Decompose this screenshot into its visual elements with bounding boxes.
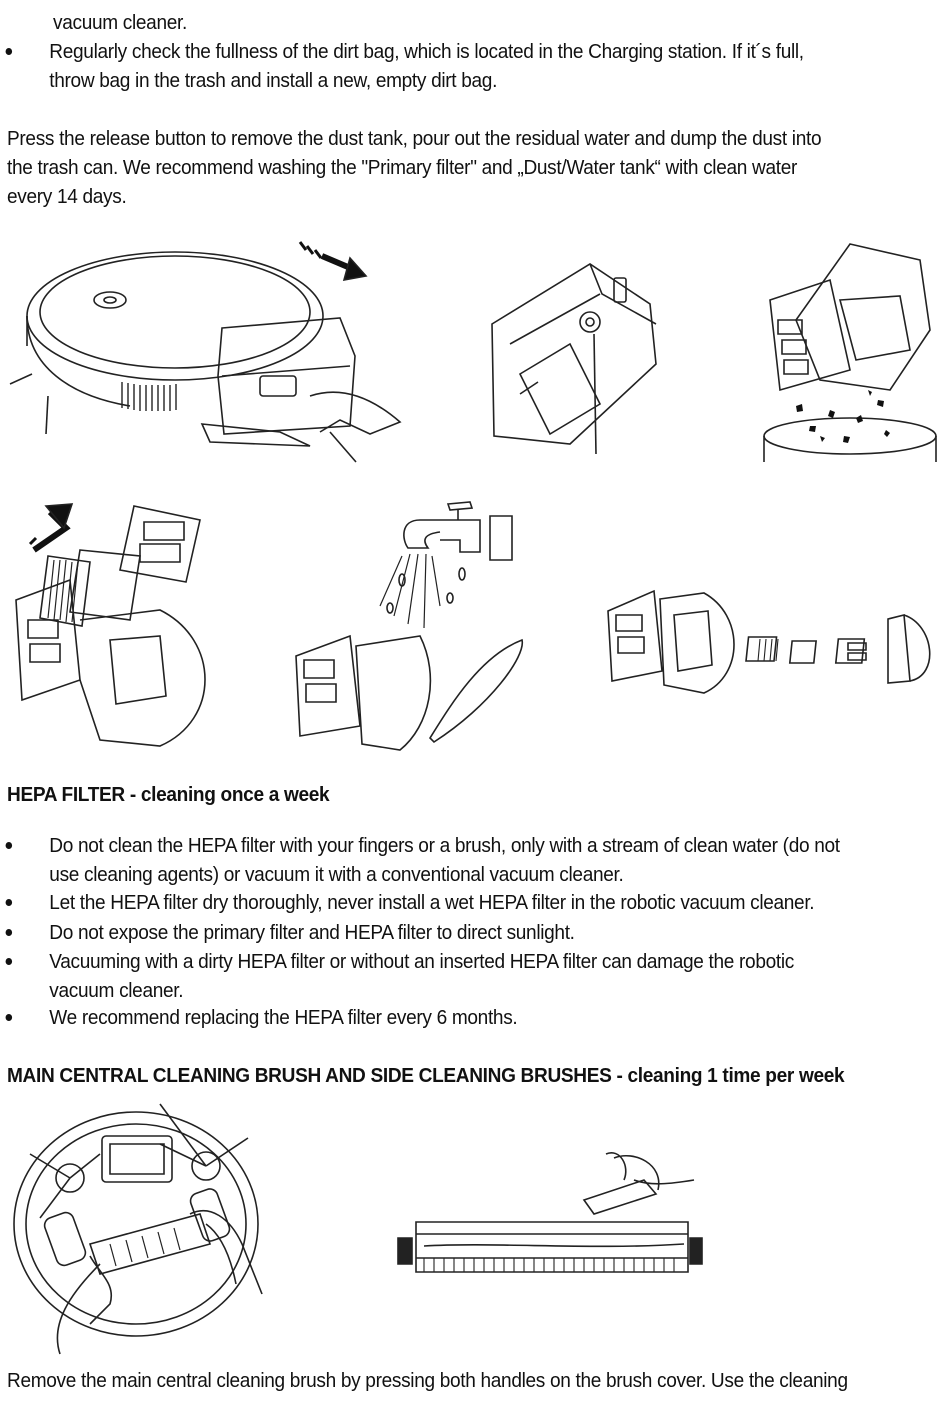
brushes-heading: MAIN CENTRAL CLEANING BRUSH AND SIDE CLE…	[7, 1064, 845, 1087]
empty-dust-bin-illustration	[760, 240, 940, 462]
bullet-line: Do not expose the primary filter and HEP…	[49, 921, 575, 944]
intro-paragraph: Press the release button to remove the d…	[7, 124, 946, 211]
bullet-line: Regularly check the fullness of the dirt…	[49, 40, 804, 63]
dust-tank-illustration	[480, 254, 670, 458]
robot-remove-tank-illustration	[10, 236, 410, 468]
paragraph-line: every 14 days.	[7, 185, 127, 208]
bullet-line: use cleaning agents) or vacuum it with a…	[49, 863, 624, 886]
footer-line: Remove the main central cleaning brush b…	[7, 1369, 848, 1392]
main-brush-illustration	[394, 1150, 714, 1280]
rinse-under-tap-illustration	[290, 496, 530, 756]
bullet-line: We recommend replacing the HEPA filter e…	[49, 1006, 518, 1029]
continued-line: vacuum cleaner.	[53, 11, 187, 34]
bullet-line: Do not clean the HEPA filter with your f…	[49, 834, 840, 857]
paragraph-line: the trash can. We recommend washing the …	[7, 156, 798, 179]
bullet-line: Vacuuming with a dirty HEPA filter or wi…	[49, 950, 794, 973]
hepa-heading: HEPA FILTER - cleaning once a week	[7, 783, 330, 806]
robot-underside-illustration	[10, 1094, 262, 1356]
bullet-line: throw bag in the trash and install a new…	[49, 69, 498, 92]
paragraph-line: Press the release button to remove the d…	[7, 127, 822, 150]
bullet-line: vacuum cleaner.	[49, 979, 184, 1002]
remove-filter-illustration	[10, 500, 220, 748]
bullet-line: Let the HEPA filter dry thoroughly, neve…	[49, 891, 815, 914]
filter-parts-illustration	[604, 585, 940, 695]
